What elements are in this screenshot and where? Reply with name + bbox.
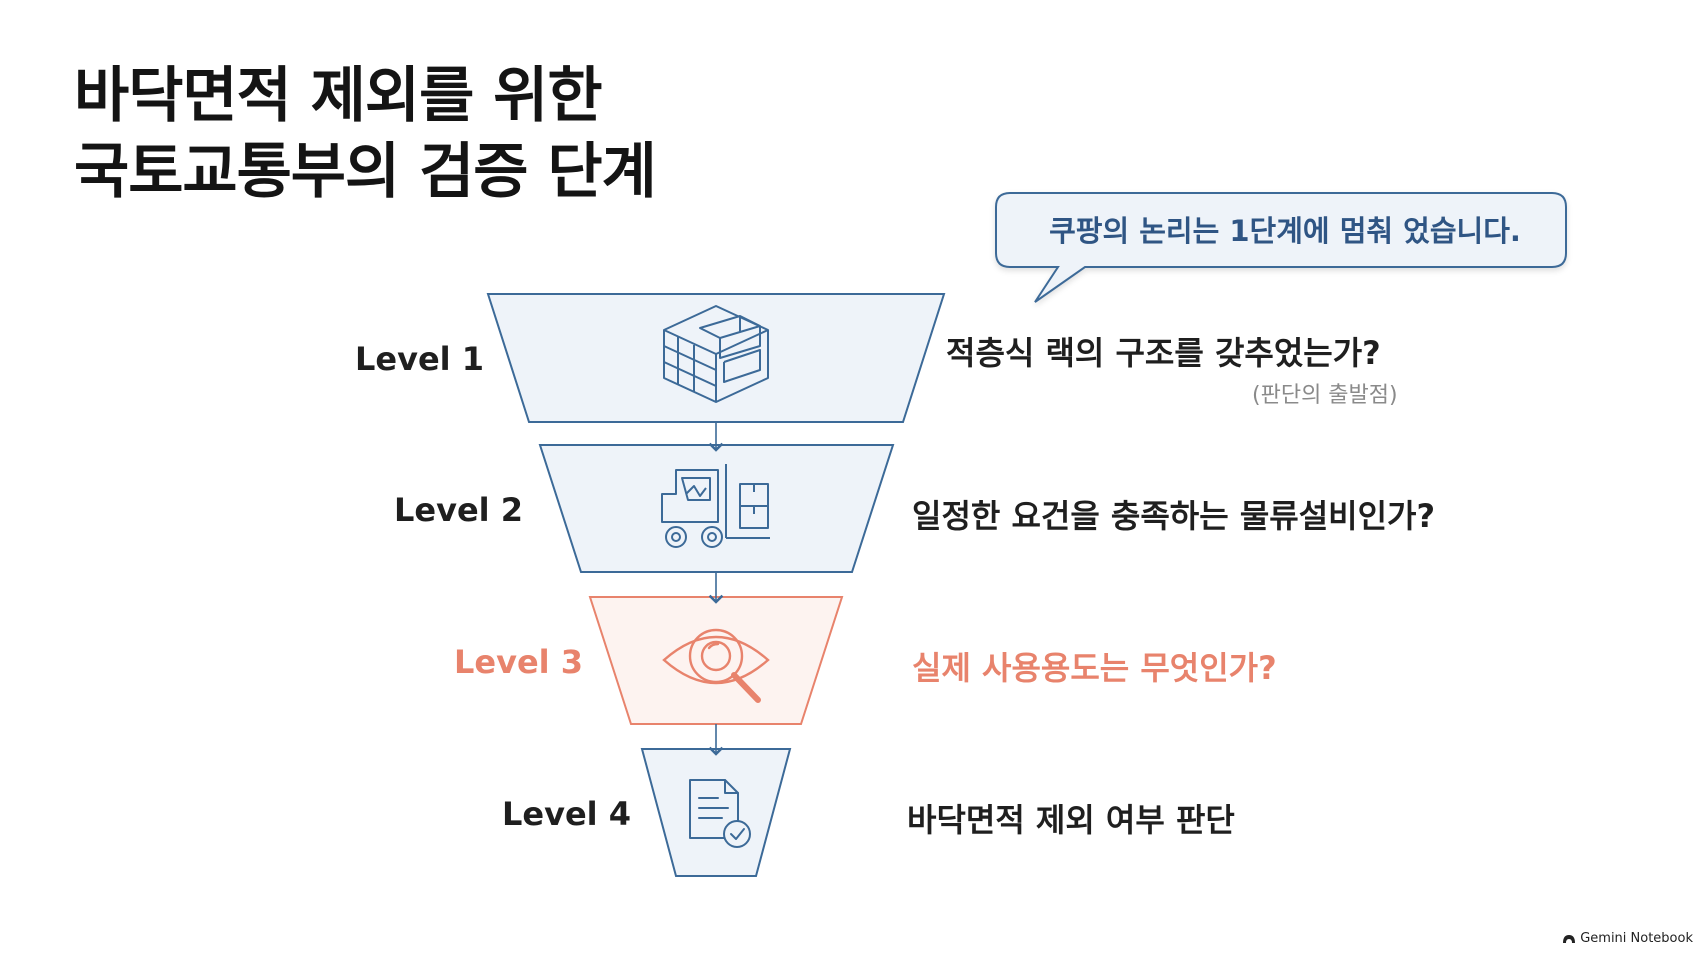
funnel-level-4 bbox=[640, 748, 792, 877]
document-check-icon bbox=[689, 779, 751, 848]
rack-icon bbox=[663, 305, 769, 403]
level-2-question: 일정한 요건을 충족하는 물류설비인가? bbox=[912, 497, 1436, 535]
gemini-logo-icon bbox=[1563, 934, 1576, 943]
funnel-level-2 bbox=[538, 444, 895, 573]
level-1-question: 적층식 랙의 구조를 갖추었는가? bbox=[946, 334, 1381, 372]
level-1-label: Level 1 bbox=[355, 340, 485, 378]
level-1-note: (판단의 출발점) bbox=[1252, 383, 1398, 408]
funnel-level-3 bbox=[588, 596, 844, 725]
page-title: 바닥면적 제외를 위한 국토교통부의 검증 단계 bbox=[74, 58, 657, 210]
title-line-2: 국토교통부의 검증 단계 bbox=[74, 137, 657, 207]
callout-bubble bbox=[995, 192, 1567, 303]
brand-badge: Gemini Notebook bbox=[1562, 931, 1693, 946]
brand-text: Gemini Notebook bbox=[1580, 931, 1693, 946]
title-line-1: 바닥면적 제외를 위한 bbox=[74, 61, 603, 131]
eye-magnifier-icon bbox=[662, 628, 770, 703]
level-4-question: 바닥면적 제외 여부 판단 bbox=[907, 801, 1235, 839]
forklift-icon bbox=[661, 464, 770, 548]
level-3-question: 실제 사용용도는 무엇인가? bbox=[912, 649, 1277, 687]
callout-text: 쿠팡의 논리는 1단계에 멈춰 었습니다. bbox=[1049, 214, 1521, 248]
level-4-label: Level 4 bbox=[502, 795, 632, 833]
level-2-label: Level 2 bbox=[394, 491, 524, 529]
level-3-label: Level 3 bbox=[454, 643, 584, 681]
